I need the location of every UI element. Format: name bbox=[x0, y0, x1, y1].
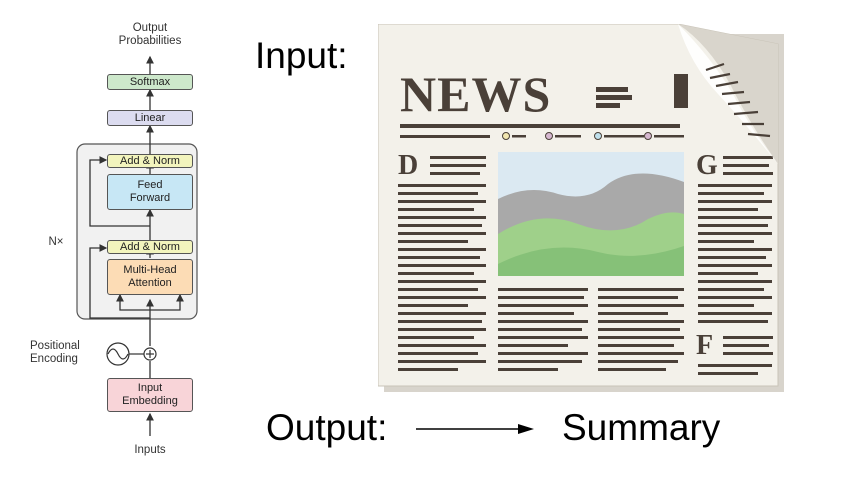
feed-forward-line1: Feed bbox=[137, 179, 163, 191]
feed-forward-block: Feed Forward bbox=[107, 174, 193, 210]
summary-label: Summary bbox=[562, 407, 721, 448]
mha-line1: Multi-Head bbox=[123, 264, 177, 276]
softmax-label: Softmax bbox=[129, 75, 171, 88]
multi-head-attention-block: Multi-Head Attention bbox=[107, 259, 193, 295]
input-embedding-block: Input Embedding bbox=[107, 378, 193, 412]
newspaper-icon: NEWS D G F bbox=[377, 23, 788, 396]
input-label: Input: bbox=[255, 35, 348, 76]
embedding-line2: Embedding bbox=[122, 395, 178, 407]
mha-line2: Attention bbox=[128, 277, 172, 289]
nx-label: N× bbox=[48, 236, 64, 248]
output-probabilities-label: Output Probabilities bbox=[100, 22, 200, 48]
drop-cap-d: D bbox=[398, 150, 419, 181]
drop-cap-f: F bbox=[696, 330, 714, 361]
feed-forward-line2: Forward bbox=[129, 192, 171, 204]
newspaper-graphic bbox=[377, 23, 784, 392]
linear-label: Linear bbox=[134, 111, 166, 124]
softmax-block: Softmax bbox=[107, 74, 193, 90]
output-label: Output: bbox=[266, 407, 388, 448]
newspaper-masthead: NEWS bbox=[400, 66, 552, 122]
add-norm-bottom-label: Add & Norm bbox=[120, 240, 180, 253]
inputs-label: Inputs bbox=[134, 444, 166, 456]
positional-encoding-label: Positional Encoding bbox=[30, 340, 98, 366]
add-norm-top-label: Add & Norm bbox=[120, 154, 180, 167]
positional-line2: Encoding bbox=[30, 353, 78, 365]
embedding-line1: Input bbox=[137, 382, 163, 394]
drop-cap-g: G bbox=[696, 150, 718, 181]
add-norm-top-block: Add & Norm bbox=[107, 154, 193, 168]
output-label-line1: Output bbox=[132, 22, 168, 34]
add-norm-bottom-block: Add & Norm bbox=[107, 240, 193, 254]
linear-block: Linear bbox=[107, 110, 193, 126]
output-label-line2: Probabilities bbox=[118, 35, 182, 47]
output-arrow bbox=[416, 424, 534, 434]
curl-text-icon bbox=[705, 62, 771, 138]
positional-line1: Positional bbox=[30, 340, 80, 352]
